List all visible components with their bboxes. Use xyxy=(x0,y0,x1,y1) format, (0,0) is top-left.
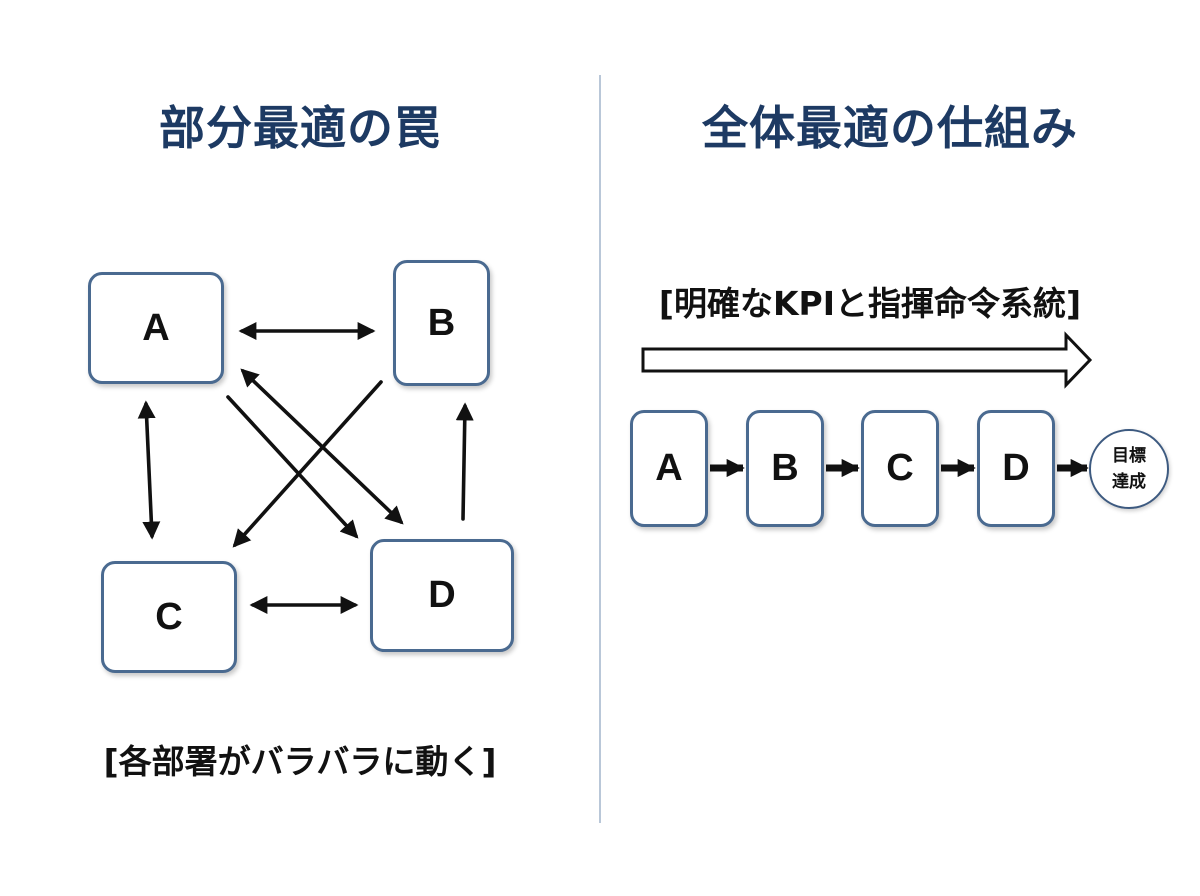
flow-step-a: A xyxy=(630,410,708,527)
right-panel-title: 全体最適の仕組み xyxy=(702,101,1078,155)
goal-label: 目標 達成 xyxy=(1112,446,1146,492)
department-box-d: D xyxy=(370,539,514,652)
panel-divider xyxy=(599,75,601,823)
flow-step-b: B xyxy=(746,410,824,527)
department-box-c: C xyxy=(101,561,237,673)
flow-step-label-d: D xyxy=(1002,447,1030,489)
department-box-a: A xyxy=(88,272,224,384)
goal-circle: 目標 達成 xyxy=(1089,429,1169,509)
flow-step-label-b: B xyxy=(771,447,799,489)
arrow-d-b xyxy=(455,402,474,521)
flow-step-label-c: C xyxy=(886,447,914,489)
department-label-b: B xyxy=(427,301,456,344)
department-label-c: C xyxy=(155,595,183,638)
department-label-d: D xyxy=(428,574,456,616)
arrow-a-d-inner xyxy=(240,368,404,525)
flow-step-d: D xyxy=(977,410,1055,527)
left-panel-caption: [各部署がバラバラに動く] xyxy=(103,742,497,781)
flow-step-label-a: A xyxy=(655,447,683,489)
big-direction-arrow xyxy=(641,331,1093,389)
right-panel-caption: [明確なKPIと指揮命令系統] xyxy=(658,284,1082,323)
flow-step-c: C xyxy=(861,410,939,527)
department-box-b: B xyxy=(393,260,490,386)
left-panel-title: 部分最適の罠 xyxy=(159,101,441,155)
arrow-a-c xyxy=(137,400,161,540)
department-label-a: A xyxy=(142,306,170,349)
